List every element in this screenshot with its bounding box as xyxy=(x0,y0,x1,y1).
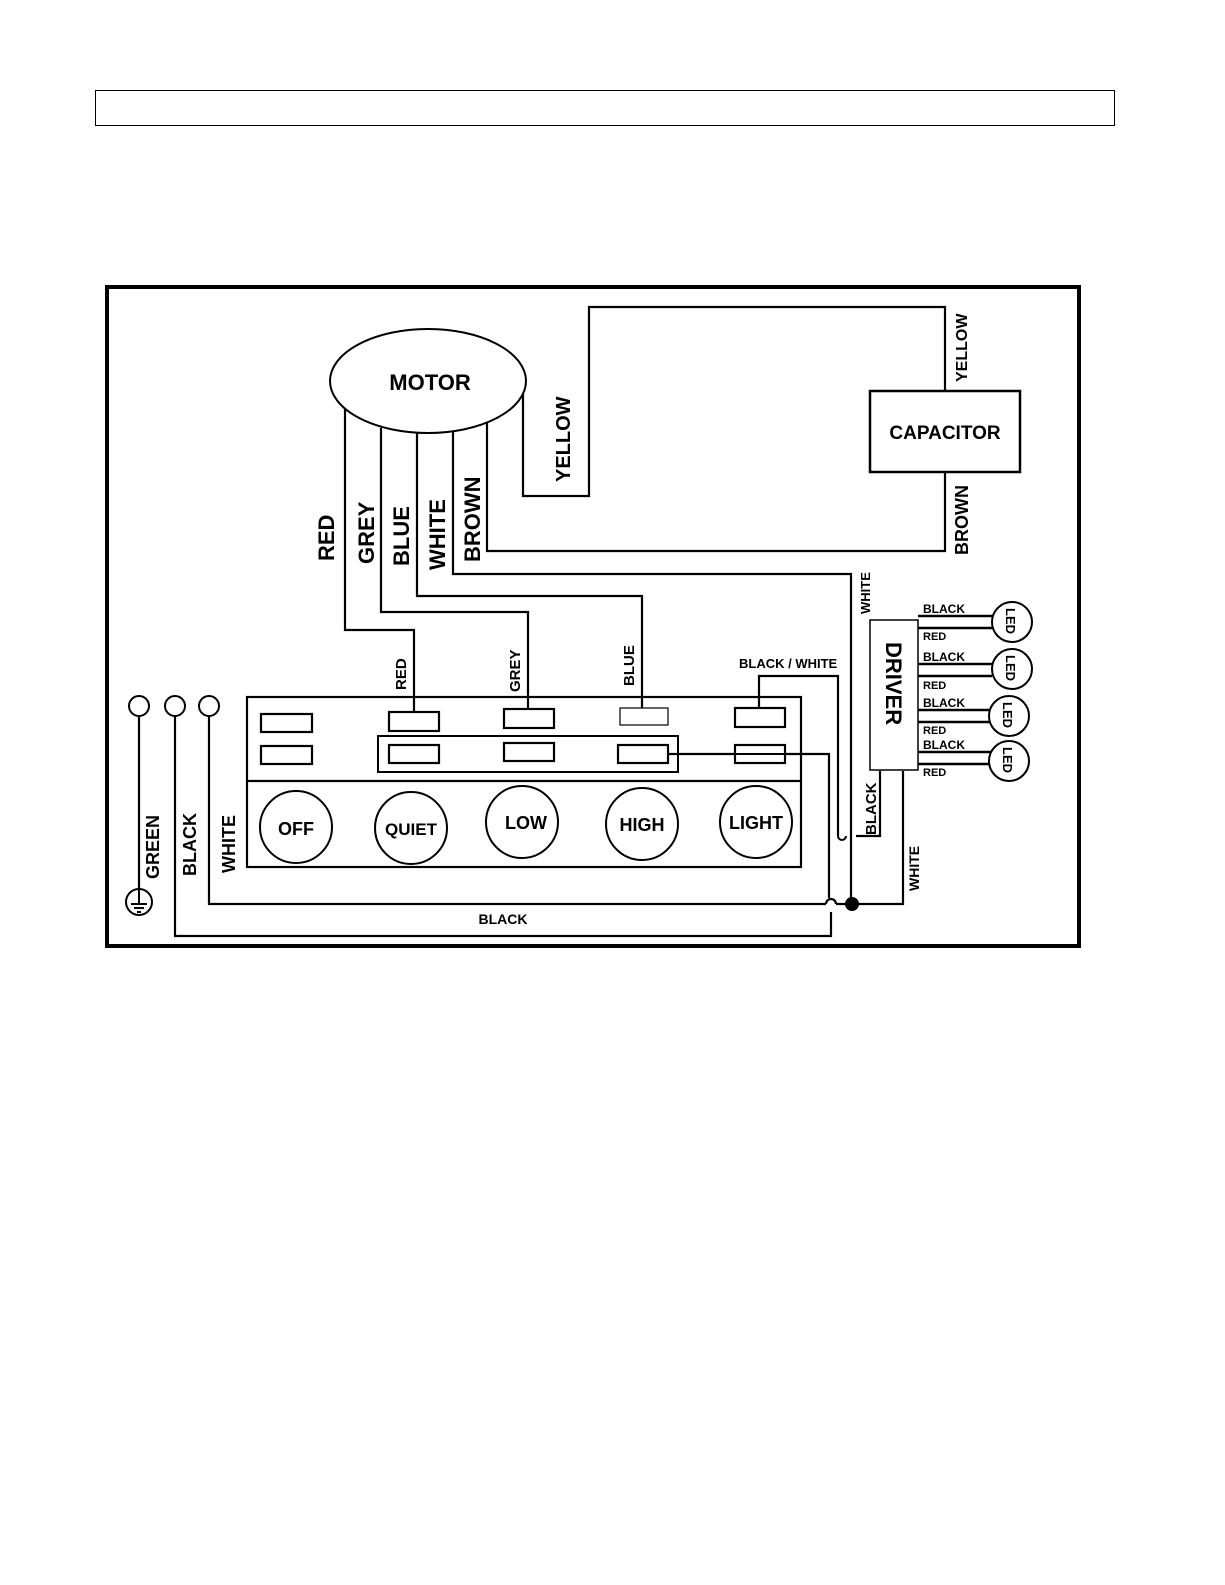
led-label: LED xyxy=(1000,702,1015,728)
supply-terminals xyxy=(129,696,219,716)
quiet-button-label: QUIET xyxy=(385,820,438,839)
driver-white-top-label: WHITE xyxy=(858,572,873,614)
led-red-label: RED xyxy=(923,725,946,737)
driver-label: DRIVER xyxy=(881,642,906,725)
led-black-label: BLACK xyxy=(923,650,965,664)
led-label: LED xyxy=(1000,747,1015,773)
supply-black-label: BLACK xyxy=(180,813,200,876)
terminal xyxy=(620,708,668,725)
driver-black-label: BLACK xyxy=(863,782,880,835)
terminal xyxy=(735,708,785,727)
led-black-label: BLACK xyxy=(923,696,965,710)
cap-brown-label: BROWN xyxy=(952,485,972,555)
junction-dot xyxy=(845,897,859,911)
ground-icon xyxy=(126,889,152,915)
terminal xyxy=(504,743,554,761)
wire-hop xyxy=(826,899,836,904)
motor-red-label: RED xyxy=(314,515,339,561)
terminal xyxy=(618,745,668,763)
led-red-label: RED xyxy=(923,680,946,692)
driver-white-bottom-label: WHITE xyxy=(906,846,922,891)
motor-blue-label: BLUE xyxy=(389,506,414,566)
motor-label: MOTOR xyxy=(389,370,471,395)
buttons: OFF QUIET LOW HIGH LIGHT xyxy=(260,786,792,864)
led-label: LED xyxy=(1003,655,1018,681)
sw-red-label: RED xyxy=(393,658,410,690)
black-white-label: BLACK / WHITE xyxy=(739,656,838,671)
supply-terminal xyxy=(165,696,185,716)
supply-terminal xyxy=(199,696,219,716)
supply-green-label: GREEN xyxy=(143,815,163,879)
terminal xyxy=(261,714,312,732)
terminal xyxy=(261,746,312,764)
low-button-label: LOW xyxy=(505,813,547,833)
motor-brown-label: BROWN xyxy=(460,476,485,562)
wire-blue xyxy=(417,432,642,708)
terminal xyxy=(504,709,554,728)
light-button-label: LIGHT xyxy=(729,813,783,833)
led-black-label: BLACK xyxy=(923,602,965,616)
terminal xyxy=(389,712,439,731)
cap-yellow-label: YELLOW xyxy=(954,313,971,382)
led-black-label: BLACK xyxy=(923,738,965,752)
motor-yellow-label: YELLOW xyxy=(553,396,575,482)
led-group: LED LED LED LED xyxy=(989,602,1032,781)
led-label: LED xyxy=(1003,608,1018,634)
motor-grey-label: GREY xyxy=(354,501,379,564)
led-red-label: RED xyxy=(923,767,946,779)
off-button-label: OFF xyxy=(278,819,314,839)
capacitor-label: CAPACITOR xyxy=(889,423,1000,444)
motor-white-label: WHITE xyxy=(425,499,450,570)
sw-blue-label: BLUE xyxy=(621,645,638,686)
led-red-label: RED xyxy=(923,631,946,643)
high-button-label: HIGH xyxy=(620,815,665,835)
terminal xyxy=(389,745,439,763)
supply-white-label: WHITE xyxy=(219,815,239,873)
supply-terminal xyxy=(129,696,149,716)
bottom-black-label: BLACK xyxy=(479,911,528,927)
sw-grey-label: GREY xyxy=(507,649,524,692)
